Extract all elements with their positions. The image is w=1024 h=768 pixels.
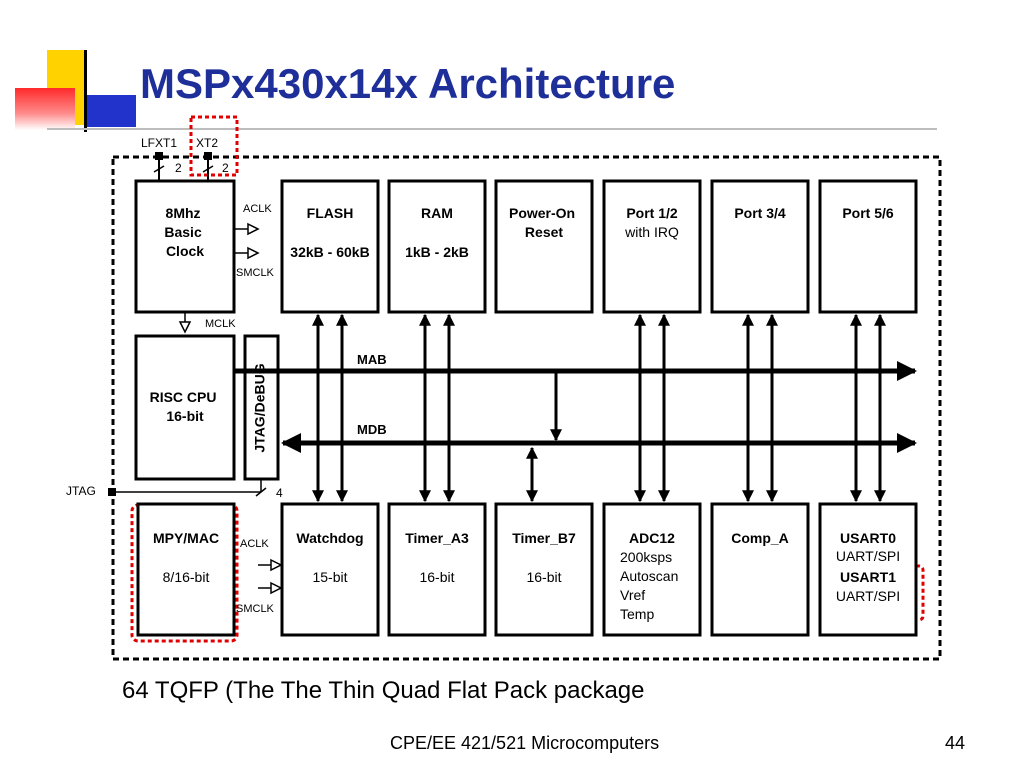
timer-a3-block	[387, 502, 487, 637]
port34-block	[710, 179, 810, 314]
lfxt1-bus-tick	[153, 165, 165, 173]
pin-jtag-square	[108, 488, 116, 496]
cpu-block	[134, 334, 236, 481]
mpy-title: MPY/MAC	[153, 530, 219, 546]
chip-boundary	[111, 155, 942, 661]
mdb-label: MDB	[357, 422, 387, 437]
lower-smclk-arrow	[270, 581, 283, 595]
jtag-width-label: 4	[276, 486, 283, 500]
watchdog-block	[280, 502, 380, 637]
watchdog-title: Watchdog	[296, 530, 363, 546]
xt2-highlight	[189, 115, 239, 177]
jtag-bus-tick	[255, 487, 267, 497]
mpy-sub: 8/16-bit	[163, 569, 210, 585]
port56-title: Port 5/6	[842, 205, 894, 221]
package-caption: 64 TQFP (The The Thin Quad Flat Pack pac…	[122, 677, 645, 704]
slide-title: MSPx430x14x Architecture	[140, 60, 676, 107]
port12-title: Port 1/2	[626, 205, 678, 221]
flash-title: FLASH	[307, 205, 354, 221]
mclk-label: MCLK	[205, 318, 236, 330]
adc12-title: ADC12	[629, 530, 675, 546]
usart-block	[818, 502, 918, 637]
deco-horizontal-rule	[47, 128, 937, 130]
smclk-label: SMCLK	[236, 267, 275, 279]
ram-block	[387, 179, 487, 314]
aclk-arrow	[247, 222, 260, 236]
jtag-debug-label: JTAG/DeBUG	[252, 363, 268, 452]
ram-size: 1kB - 2kB	[405, 244, 469, 260]
timer-b7-block	[494, 502, 594, 637]
usart1-sub: UART/SPI	[836, 588, 900, 604]
mab-label: MAB	[357, 352, 387, 367]
pin-xt2-label: XT2	[196, 136, 218, 150]
lower-aclk-arrow	[270, 558, 283, 572]
deco-blue-square	[86, 95, 136, 127]
ram-title: RAM	[421, 205, 453, 221]
deco-red-square	[15, 88, 75, 130]
port34-title: Port 3/4	[734, 205, 786, 221]
port12-sub: with IRQ	[624, 224, 679, 240]
timer-b7-sub: 16-bit	[526, 569, 561, 585]
port56-block	[818, 179, 918, 314]
usart0-sub: UART/SPI	[836, 548, 900, 564]
top-bus-connections	[312, 313, 886, 503]
mpy-highlight	[130, 503, 239, 643]
clock-label: 8Mhz Basic Clock	[164, 205, 205, 259]
power-on-reset-block	[494, 179, 594, 314]
mclk-arrow	[178, 321, 192, 334]
adc12-details: 200ksps Autoscan Vref Temp	[620, 549, 682, 622]
usart0-title: USART0	[840, 530, 896, 546]
lower-smclk-label: SMCLK	[236, 603, 275, 615]
adc12-block	[602, 502, 702, 637]
power-on-reset-label: Power-On Reset	[509, 205, 579, 240]
flash-size: 32kB - 60kB	[290, 244, 369, 260]
port12-block	[602, 179, 702, 314]
aclk-label: ACLK	[243, 203, 272, 215]
page-number: 44	[945, 733, 966, 753]
usart1-title: USART1	[840, 569, 896, 585]
cpu-label: RISC CPU 16-bit	[150, 389, 221, 424]
footer-course-name: CPE/EE 421/521 Microcomputers	[390, 733, 660, 753]
flash-block	[280, 179, 380, 314]
xt2-width-label: 2	[222, 161, 229, 175]
smclk-arrow	[247, 246, 260, 260]
xt2-bus-tick	[202, 165, 214, 173]
watchdog-sub: 15-bit	[312, 569, 347, 585]
mpy-block	[136, 502, 236, 637]
timer-a3-title: Timer_A3	[405, 530, 469, 546]
deco-vertical-rule	[84, 50, 87, 132]
lower-aclk-label: ACLK	[240, 538, 269, 550]
comp-a-title: Comp_A	[731, 530, 789, 546]
pin-xt2-square	[204, 152, 212, 160]
lfxt1-width-label: 2	[175, 161, 182, 175]
pin-lfxt1-label: LFXT1	[141, 136, 177, 150]
pin-jtag-label: JTAG	[66, 484, 96, 498]
comp-a-block	[710, 502, 810, 637]
pin-lfxt1-square	[155, 152, 163, 160]
timer-a3-sub: 16-bit	[419, 569, 454, 585]
timer-b7-title: Timer_B7	[512, 530, 576, 546]
